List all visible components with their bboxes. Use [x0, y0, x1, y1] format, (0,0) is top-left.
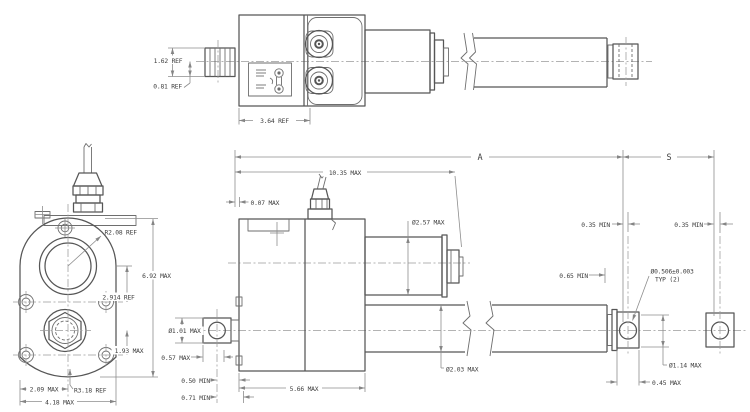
mounting-bolts — [13, 291, 123, 366]
dim-tube-diameter: Ø2.03 MAX — [446, 366, 479, 374]
break-line — [460, 32, 469, 91]
dim-nut-offset: 1.93 MAX — [115, 348, 144, 355]
rod-eye-retracted — [616, 212, 640, 355]
hex-nut-front — [40, 308, 91, 353]
dim-rod-eye-width: 0.45 MAX — [652, 380, 681, 387]
motor-side — [364, 234, 464, 298]
front-boss — [204, 40, 236, 84]
dim-overall-width: 4.18 MAX — [45, 399, 74, 406]
dim-pin-hole-typ: TYP (2) — [655, 277, 680, 284]
dim-boss-half: 0.81 REF — [153, 84, 182, 91]
side-view: A S 10.35 MAX 0.07 MAX Ø2.57 MAX 0.35 MI… — [161, 150, 746, 403]
tube-and-rod — [365, 300, 618, 357]
dim-top-radius: R2.08 REF — [105, 230, 138, 237]
break-line — [485, 300, 495, 357]
motor-tube-top — [364, 29, 639, 94]
top-view: 1.62 REF 0.81 REF 3.64 REF — [150, 14, 652, 125]
dim-rod-eye-diameter: Ø1.14 MAX — [669, 362, 702, 370]
side-view-dimensions: A S 10.35 MAX 0.07 MAX Ø2.57 MAX 0.35 MI… — [161, 150, 733, 403]
dim-eye-offset: 0.57 MAX — [161, 355, 190, 362]
dim-overall-height: 6.92 MAX — [142, 273, 171, 280]
cable-gland-side — [307, 173, 336, 231]
dim-extend-margin: 0.35 MIN — [674, 222, 703, 229]
dim-s: S — [667, 153, 672, 163]
dim-motor-diameter: Ø2.57 MAX — [412, 219, 445, 227]
break-line — [469, 32, 477, 91]
dim-rod-margin: 0.65 MIN — [559, 273, 588, 280]
cable-gland-front — [72, 143, 104, 213]
dim-half-width: 2.09 MAX — [30, 386, 59, 393]
dim-clearance-face: 0.71 MIN — [181, 395, 210, 402]
front-view-dimensions: R2.08 REF 6.92 MAX 2.914 REF 1.93 MAX 2.… — [19, 218, 174, 406]
front-view: R2.08 REF 6.92 MAX 2.914 REF 1.93 MAX 2.… — [13, 143, 174, 406]
dim-tab-thickness: 0.07 MAX — [251, 200, 280, 207]
dim-pin-hole-diameter: Ø0.506±0.003 — [651, 268, 695, 276]
bore-inner — [44, 242, 92, 290]
break-line — [462, 300, 472, 357]
name-plate — [248, 62, 292, 97]
dim-bolt-offset: 2.914 REF — [102, 294, 135, 301]
dim-bottom-radius: R3.18 REF — [74, 388, 107, 395]
dim-overall-length: 10.35 MAX — [329, 170, 362, 177]
dim-retract-margin: 0.35 MIN — [581, 222, 610, 229]
dim-eye-diameter: Ø1.01 MAX — [168, 327, 201, 335]
dim-a: A — [478, 153, 483, 163]
dim-body-length: 5.66 MAX — [290, 386, 319, 393]
top-view-dimensions: 1.62 REF 0.81 REF 3.64 REF — [150, 47, 311, 125]
dim-boss-od: 1.62 REF — [154, 58, 183, 65]
rod-eye-extended — [705, 212, 735, 355]
hydraulic-ports — [304, 29, 334, 95]
dim-clearance-retract: 0.50 MIN — [181, 378, 210, 385]
rear-eye — [202, 309, 240, 403]
dim-top-body-length: 3.64 REF — [260, 118, 289, 125]
